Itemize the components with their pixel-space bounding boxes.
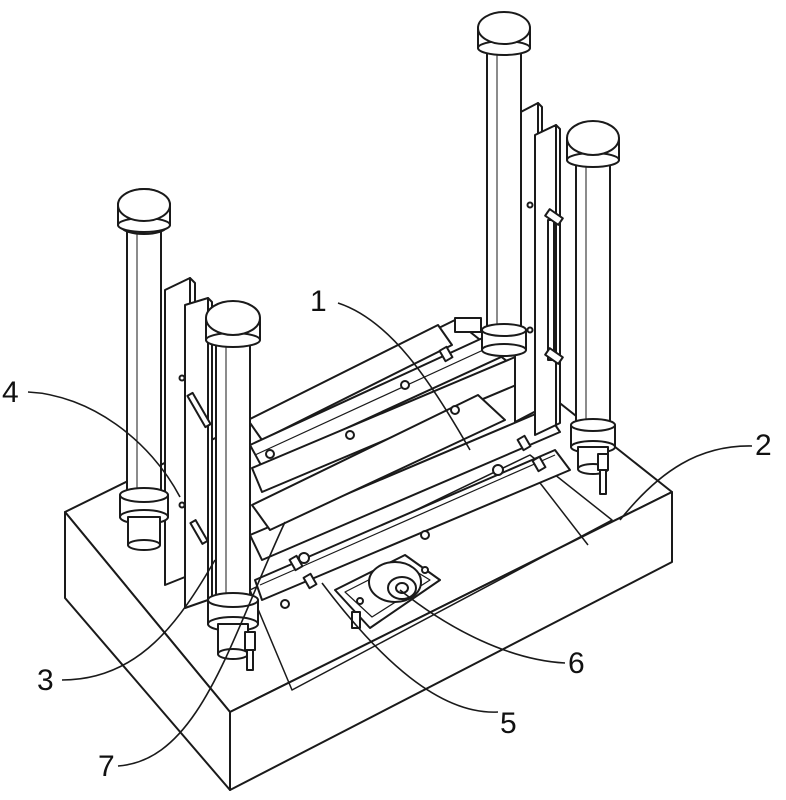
callout-6: 6 [568, 647, 585, 680]
column-front-right [567, 121, 619, 494]
callout-7: 7 [98, 750, 115, 783]
callout-1: 1 [310, 285, 327, 318]
right-guide-plates [515, 103, 563, 435]
column-back-left [118, 189, 170, 550]
callout-3: 3 [37, 664, 54, 697]
callout-5: 5 [500, 707, 517, 740]
callout-2: 2 [755, 429, 772, 462]
left-guide-plates [165, 278, 212, 608]
callout-4: 4 [2, 376, 19, 409]
